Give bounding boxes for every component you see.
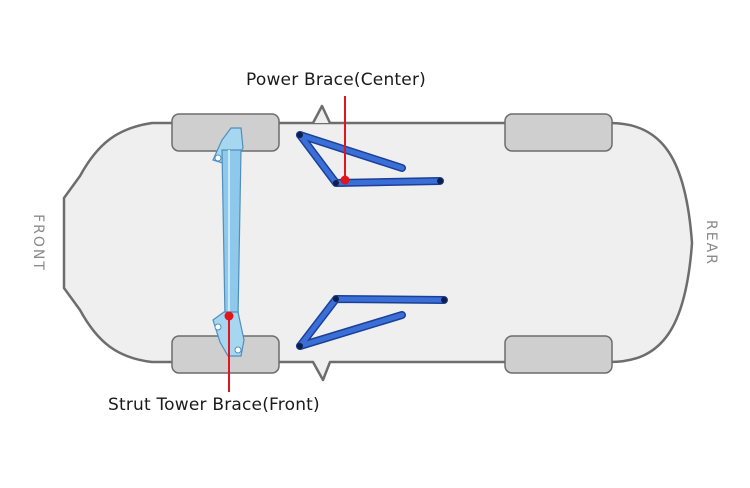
power-brace-marker bbox=[340, 175, 350, 185]
power-brace-upper-end-c bbox=[437, 178, 443, 184]
power-brace-lower-end-b bbox=[333, 296, 339, 302]
left-mirror bbox=[311, 104, 332, 124]
power-brace-lower bbox=[296, 295, 448, 350]
strut-brace-bar bbox=[221, 149, 242, 319]
strut-brace-callout-label: Strut Tower Brace(Front) bbox=[108, 395, 320, 415]
strut-bolt-top bbox=[214, 154, 222, 162]
power-brace-lower-end-c bbox=[441, 297, 447, 303]
power-brace-callout-label: Power Brace(Center) bbox=[246, 70, 426, 90]
power-brace-upper-end-a bbox=[297, 132, 303, 138]
power-brace-upper bbox=[296, 131, 444, 187]
strut-bolt-bottom bbox=[214, 323, 222, 331]
strut-bolt-bottom-2 bbox=[234, 346, 242, 354]
rear-right-wheel bbox=[504, 335, 613, 374]
power-brace-upper-end-b bbox=[333, 180, 339, 186]
front-direction-label: FRONT bbox=[30, 214, 46, 272]
power-brace-lower-end-a bbox=[297, 343, 303, 349]
strut-brace-marker bbox=[224, 311, 234, 321]
rear-direction-label: REAR bbox=[703, 220, 719, 266]
rear-left-wheel bbox=[504, 113, 613, 152]
